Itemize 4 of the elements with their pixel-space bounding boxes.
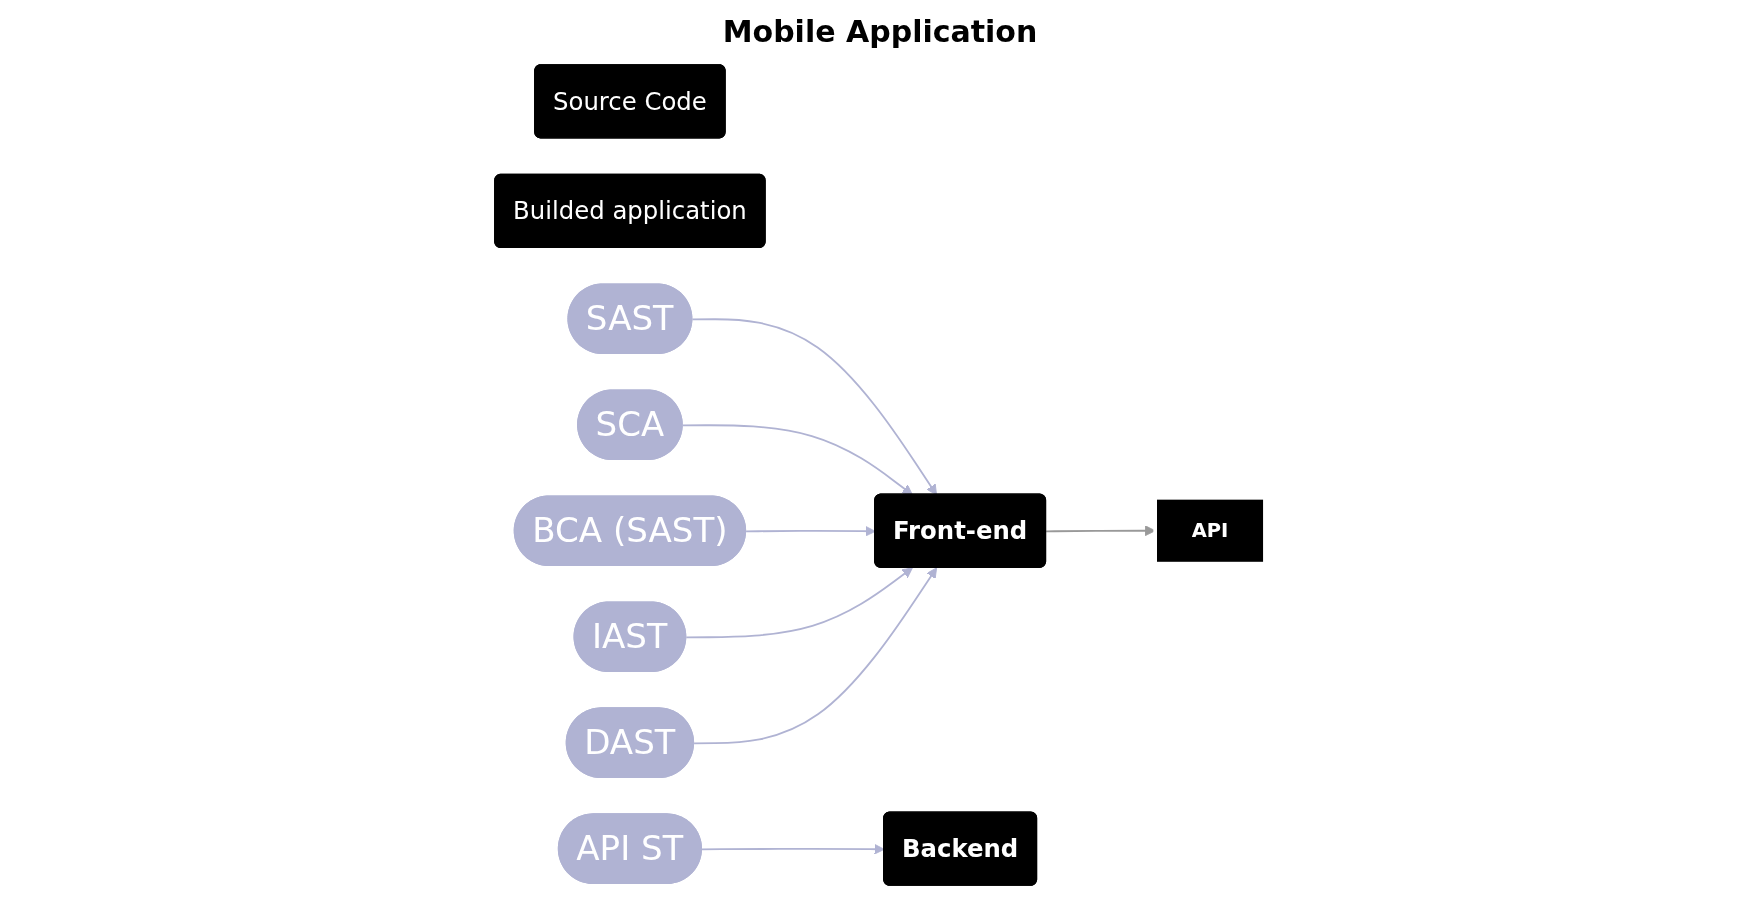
arrow: [685, 567, 914, 639]
arrow: [693, 567, 938, 745]
diagram-title: Mobile Application: [721, 14, 1039, 49]
arrow: [691, 318, 938, 496]
